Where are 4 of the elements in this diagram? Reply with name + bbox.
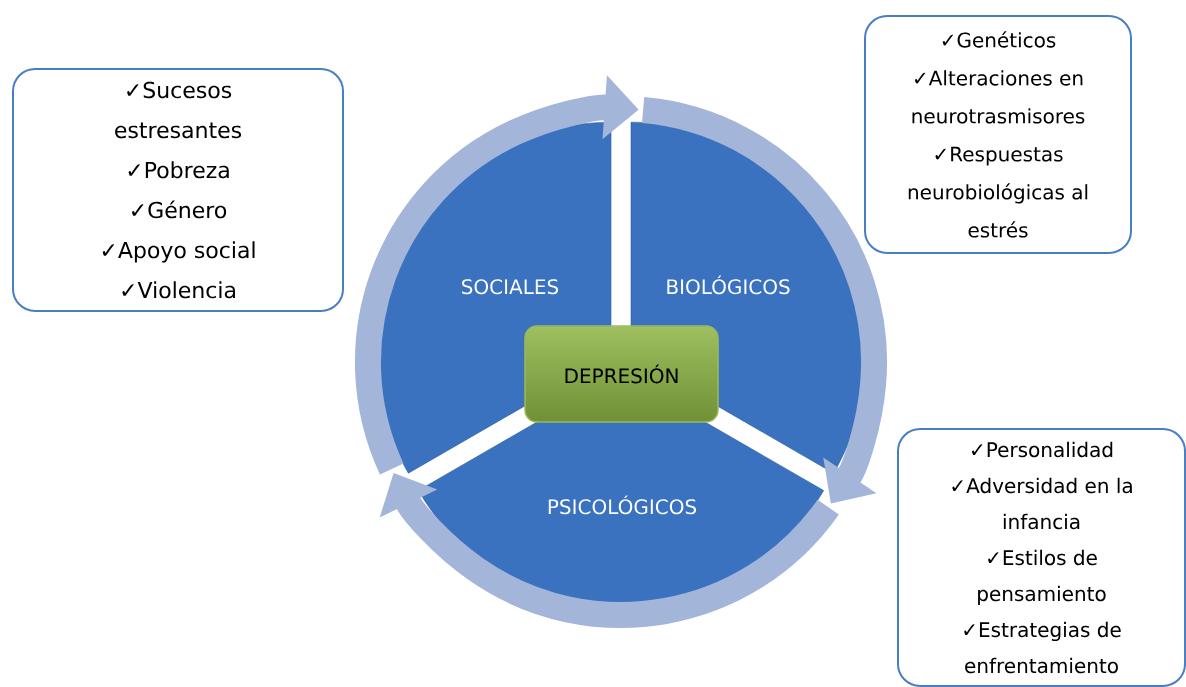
- list-box: ✓Personalidad ✓Adversidad en la infancia ✓Estilos de pensamiento ✓Estrategias de enfrentamiento: [897, 428, 1186, 687]
- list-box: ✓Genéticos ✓Alteraciones en neurotrasmisores ✓Respuestas neurobiológicas al estrés: [864, 15, 1132, 254]
- list-box: ✓Sucesos estresantes ✓Pobreza ✓Género ✓Apoyo social ✓Violencia: [12, 68, 344, 312]
- center-box: DEPRESIÓN: [524, 325, 719, 423]
